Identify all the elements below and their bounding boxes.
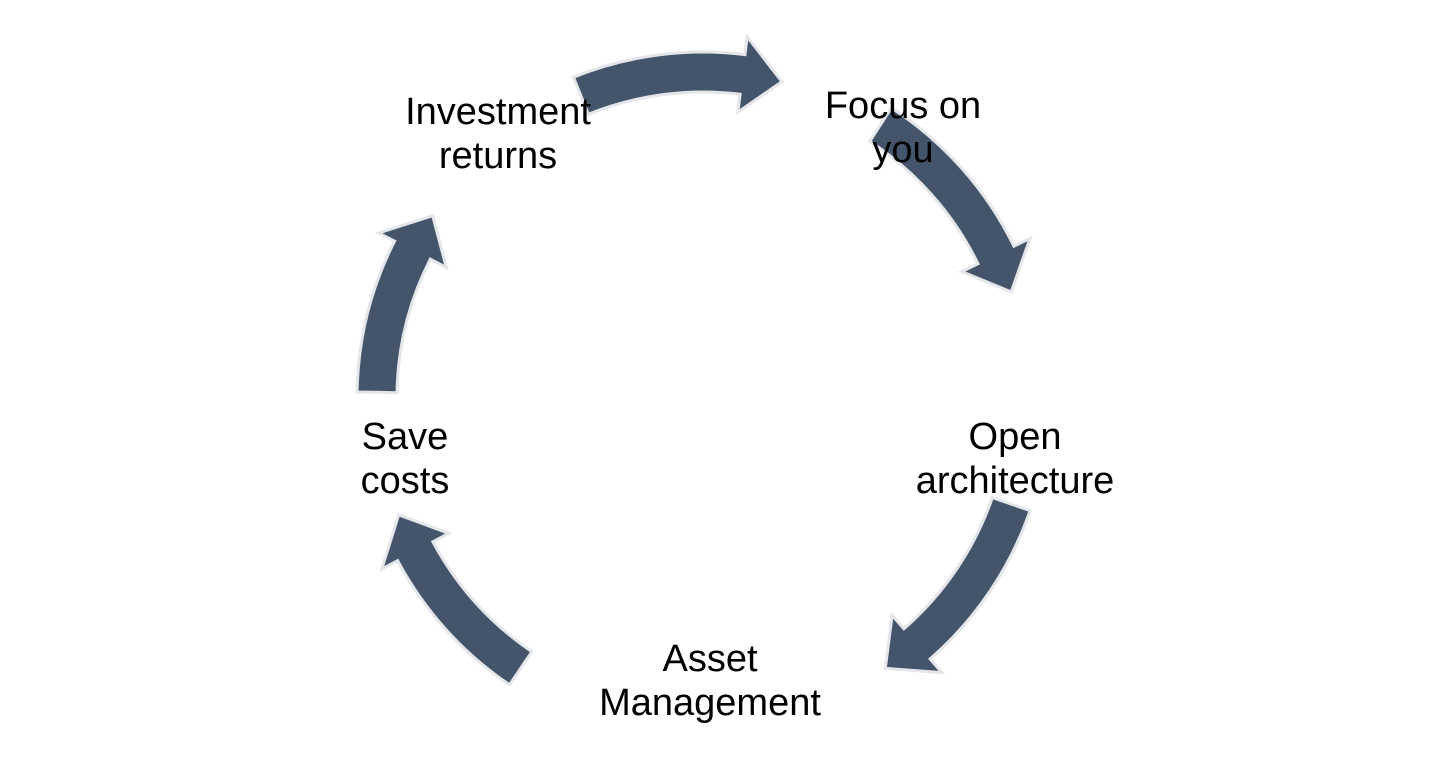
node-open-line-1: Open <box>968 416 1062 458</box>
node-save-costs: Save costs <box>361 415 450 503</box>
arrow-returns-to-focus <box>571 32 785 117</box>
arrow-save-to-returns <box>355 213 449 395</box>
node-asset-line-1: Asset <box>662 638 758 680</box>
arrow-asset-to-save <box>379 512 534 687</box>
node-asset-management: Asset Management <box>599 637 821 725</box>
node-focus-line-2: you <box>872 129 934 171</box>
arrow-open-to-asset <box>883 495 1033 675</box>
node-returns-line-2: returns <box>438 135 558 177</box>
node-focus-on-you: Focus on you <box>825 84 981 172</box>
node-asset-line-2: Management <box>599 682 821 724</box>
node-investment-returns: Investment returns <box>405 90 591 178</box>
node-save-line-2: costs <box>360 460 450 502</box>
node-open-line-2: architecture <box>915 460 1115 502</box>
arrow-focus-to-open <box>867 105 1033 294</box>
node-returns-line-1: Investment <box>405 91 591 133</box>
node-save-line-1: Save <box>361 416 449 458</box>
node-focus-line-1: Focus on <box>824 85 982 127</box>
node-open-architecture: Open architecture <box>916 415 1115 503</box>
